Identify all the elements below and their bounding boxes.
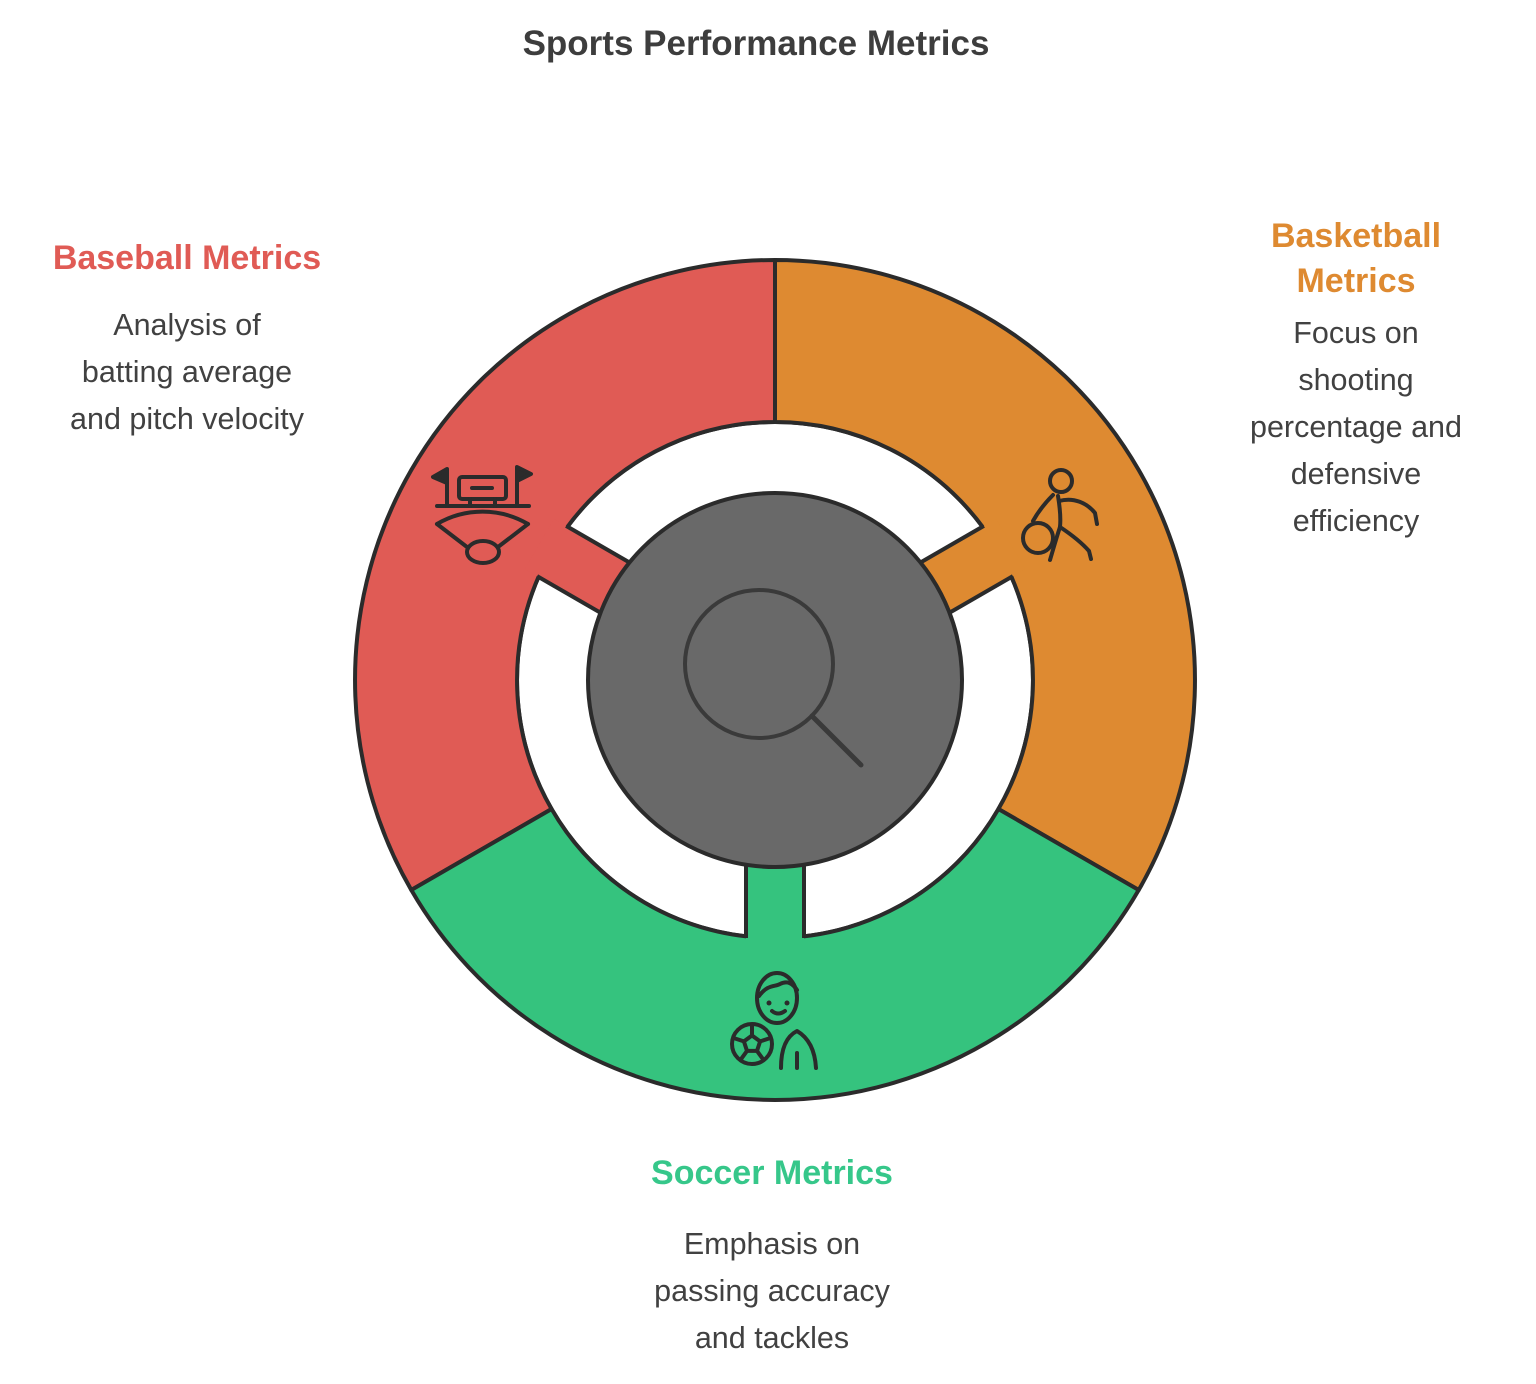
basketball-player-icon bbox=[1021, 468, 1099, 562]
basketball-label: Basketball Metrics bbox=[1214, 214, 1498, 304]
soccer-desc-line: passing accuracy bbox=[654, 1274, 890, 1308]
baseball-field-icon bbox=[431, 465, 533, 565]
baseball-desc-line: Analysis of bbox=[113, 308, 261, 342]
basketball-desc-line: percentage and bbox=[1250, 410, 1462, 444]
magnifier-icon bbox=[683, 588, 864, 768]
basketball-desc-line: shooting bbox=[1298, 363, 1414, 397]
baseball-desc-line: and pitch velocity bbox=[70, 402, 304, 436]
soccer-description: Emphasis on passing accuracy and tackles bbox=[592, 1221, 952, 1362]
basketball-desc-line: efficiency bbox=[1292, 504, 1420, 538]
page-title: Sports Performance Metrics bbox=[522, 24, 990, 63]
segment-basketball[interactable] bbox=[773, 258, 1197, 892]
basketball-desc-line: Focus on bbox=[1293, 316, 1419, 350]
connector-outlines bbox=[536, 524, 1014, 938]
soccer-desc-line: Emphasis on bbox=[683, 1227, 861, 1261]
basketball-desc-line: defensive bbox=[1290, 457, 1422, 491]
center-hub[interactable] bbox=[586, 491, 964, 869]
basketball-description: Focus on shooting percentage and defensi… bbox=[1214, 310, 1498, 545]
soccer-player-icon bbox=[730, 971, 818, 1070]
segment-baseball[interactable] bbox=[353, 258, 777, 892]
soccer-desc-line: and tackles bbox=[694, 1321, 850, 1355]
connector-soccer bbox=[746, 852, 804, 952]
baseball-label: Baseball Metrics bbox=[52, 239, 322, 277]
baseball-desc-line: batting average bbox=[81, 355, 293, 389]
basketball-label-line: Metrics bbox=[1296, 262, 1416, 300]
baseball-description: Analysis of batting average and pitch ve… bbox=[20, 302, 354, 443]
soccer-label: Soccer Metrics bbox=[651, 1154, 893, 1192]
segment-soccer[interactable] bbox=[409, 807, 1141, 1102]
basketball-label-line: Basketball bbox=[1270, 217, 1442, 255]
